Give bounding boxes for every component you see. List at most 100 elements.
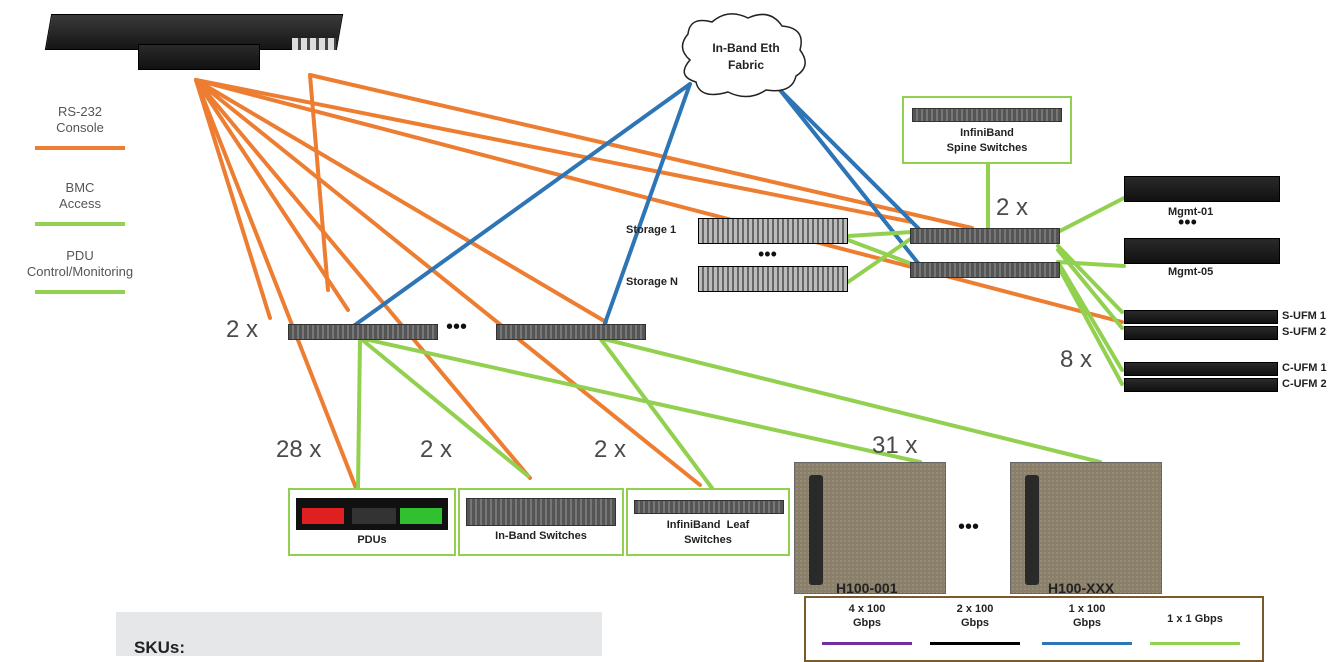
speed-item-4: 1 x 1 Gbps	[1150, 612, 1240, 626]
rs232-line	[194, 78, 272, 320]
ufm-server-4	[1124, 378, 1278, 392]
rs232-line	[194, 78, 350, 312]
mgmt-ellipsis: •••	[1178, 212, 1197, 232]
legend-bmc-swatch	[35, 222, 125, 226]
ib-leaf-label-line1: InfiniBand Leaf	[666, 519, 750, 531]
spine-multiplier: 2 x	[996, 194, 1029, 221]
ufm-server-3	[1124, 362, 1278, 376]
speed-item-3: 1 x 100 Gbps	[1042, 602, 1132, 630]
speed-swatch-green	[1150, 642, 1240, 645]
mgmt-switch-multiplier: 2 x	[226, 316, 259, 343]
rs232-line	[194, 78, 914, 224]
pdu-image	[296, 498, 448, 530]
storage-first	[698, 218, 848, 244]
rs232-line	[194, 78, 608, 324]
speed-3-line1: 1 x 100	[1068, 603, 1106, 615]
storage-first-label: Storage 1	[626, 224, 677, 236]
ib-leaf-label-line2: Switches	[684, 534, 732, 546]
speed-legend: 4 x 100 Gbps 2 x 100 Gbps 1 x 100 Gbps 1…	[804, 596, 1264, 662]
cloud-label-line2: Fabric	[727, 58, 764, 72]
cloud-label: In-Band Eth Fabric	[706, 40, 786, 74]
ufm-multiplier: 8 x	[1060, 346, 1093, 373]
inband-line	[778, 88, 924, 270]
storage-last-label: Storage N	[626, 276, 678, 288]
ufm-label-1: S-UFM 1	[1282, 310, 1326, 322]
node-multiplier: 31 x	[872, 432, 918, 459]
speed-2-line2: Gbps	[960, 617, 990, 629]
h100-node-first	[794, 462, 946, 594]
legend-rs232-swatch	[35, 146, 125, 150]
speed-swatch-blue	[1042, 642, 1132, 645]
ib-spine-label-line2: Spine Switches	[946, 142, 1028, 154]
speed-1-line2: Gbps	[852, 617, 882, 629]
speed-item-2: 2 x 100 Gbps	[930, 602, 1020, 630]
ib-core-switch-1	[910, 228, 1060, 244]
h100-first-label: H100-001	[836, 580, 898, 596]
speed-swatch-purple	[822, 642, 912, 645]
speed-2-line1: 2 x 100	[956, 603, 994, 615]
h100-node-last	[1010, 462, 1162, 594]
bmc-line	[1056, 248, 1124, 330]
bmc-line	[846, 236, 914, 284]
bmc-line	[1056, 260, 1124, 372]
bmc-line	[358, 336, 530, 478]
inband-line	[346, 82, 692, 332]
h100-last-label: H100-XXX	[1048, 580, 1115, 596]
ufm-label-3: C-UFM 1	[1282, 362, 1327, 374]
bmc-line	[358, 336, 922, 464]
ib-leaf-multiplier: 2 x	[594, 436, 627, 463]
inband-multiplier: 2 x	[420, 436, 453, 463]
rs232-line	[194, 78, 702, 487]
mgmt-first-label: Mgmt-01	[1168, 206, 1214, 218]
inband-line	[602, 82, 692, 328]
inband-switch-image	[466, 498, 616, 526]
cloud-shape	[681, 13, 806, 98]
ib-leaf-label: InfiniBand Leaf Switches	[628, 518, 788, 548]
speed-swatch-black	[930, 642, 1020, 645]
console-server-ports	[292, 38, 336, 50]
mgmt-last-label: Mgmt-05	[1168, 266, 1214, 278]
speed-3-line2: Gbps	[1072, 617, 1102, 629]
bmc-line	[1056, 244, 1124, 314]
mgmt-switch-2	[496, 324, 646, 340]
bmc-line	[598, 336, 1102, 464]
ufm-label-2: S-UFM 2	[1282, 326, 1326, 338]
inband-line	[778, 88, 924, 234]
ib-spine-box: InfiniBand Spine Switches	[902, 96, 1072, 164]
bmc-line	[1056, 196, 1126, 234]
speed-4-line1: 1 x 1 Gbps	[1167, 613, 1223, 625]
ib-spine-label-line1: InfiniBand	[960, 127, 1014, 139]
node-ellipsis: •••	[958, 516, 980, 538]
pdu-multiplier: 28 x	[276, 436, 322, 463]
rs232-line	[194, 78, 532, 480]
ufm-label-4: C-UFM 2	[1282, 378, 1327, 390]
mgmt-server-last	[1124, 238, 1280, 264]
ufm-server-1	[1124, 310, 1278, 324]
ib-leaf-image	[634, 500, 784, 514]
ufm-server-2	[1124, 326, 1278, 340]
cloud-label-line1: In-Band Eth	[712, 41, 780, 55]
rs232-line	[308, 73, 974, 230]
ib-core-switch-2	[910, 262, 1060, 278]
console-server	[44, 14, 344, 70]
console-server-module	[138, 44, 260, 70]
bmc-line	[356, 336, 362, 490]
speed-item-1: 4 x 100 Gbps	[822, 602, 912, 630]
pdus-box: PDUs	[288, 488, 456, 556]
ib-spine-image	[912, 108, 1062, 122]
ellipsis: •••	[446, 316, 468, 338]
bmc-line	[846, 230, 914, 238]
rs232-line	[194, 78, 1124, 324]
bmc-line	[598, 336, 714, 490]
bmc-line	[1056, 264, 1124, 386]
ib-leaf-box: InfiniBand Leaf Switches	[626, 488, 790, 556]
skus-panel: SKUs:	[116, 612, 602, 657]
speed-1-line1: 4 x 100	[848, 603, 886, 615]
